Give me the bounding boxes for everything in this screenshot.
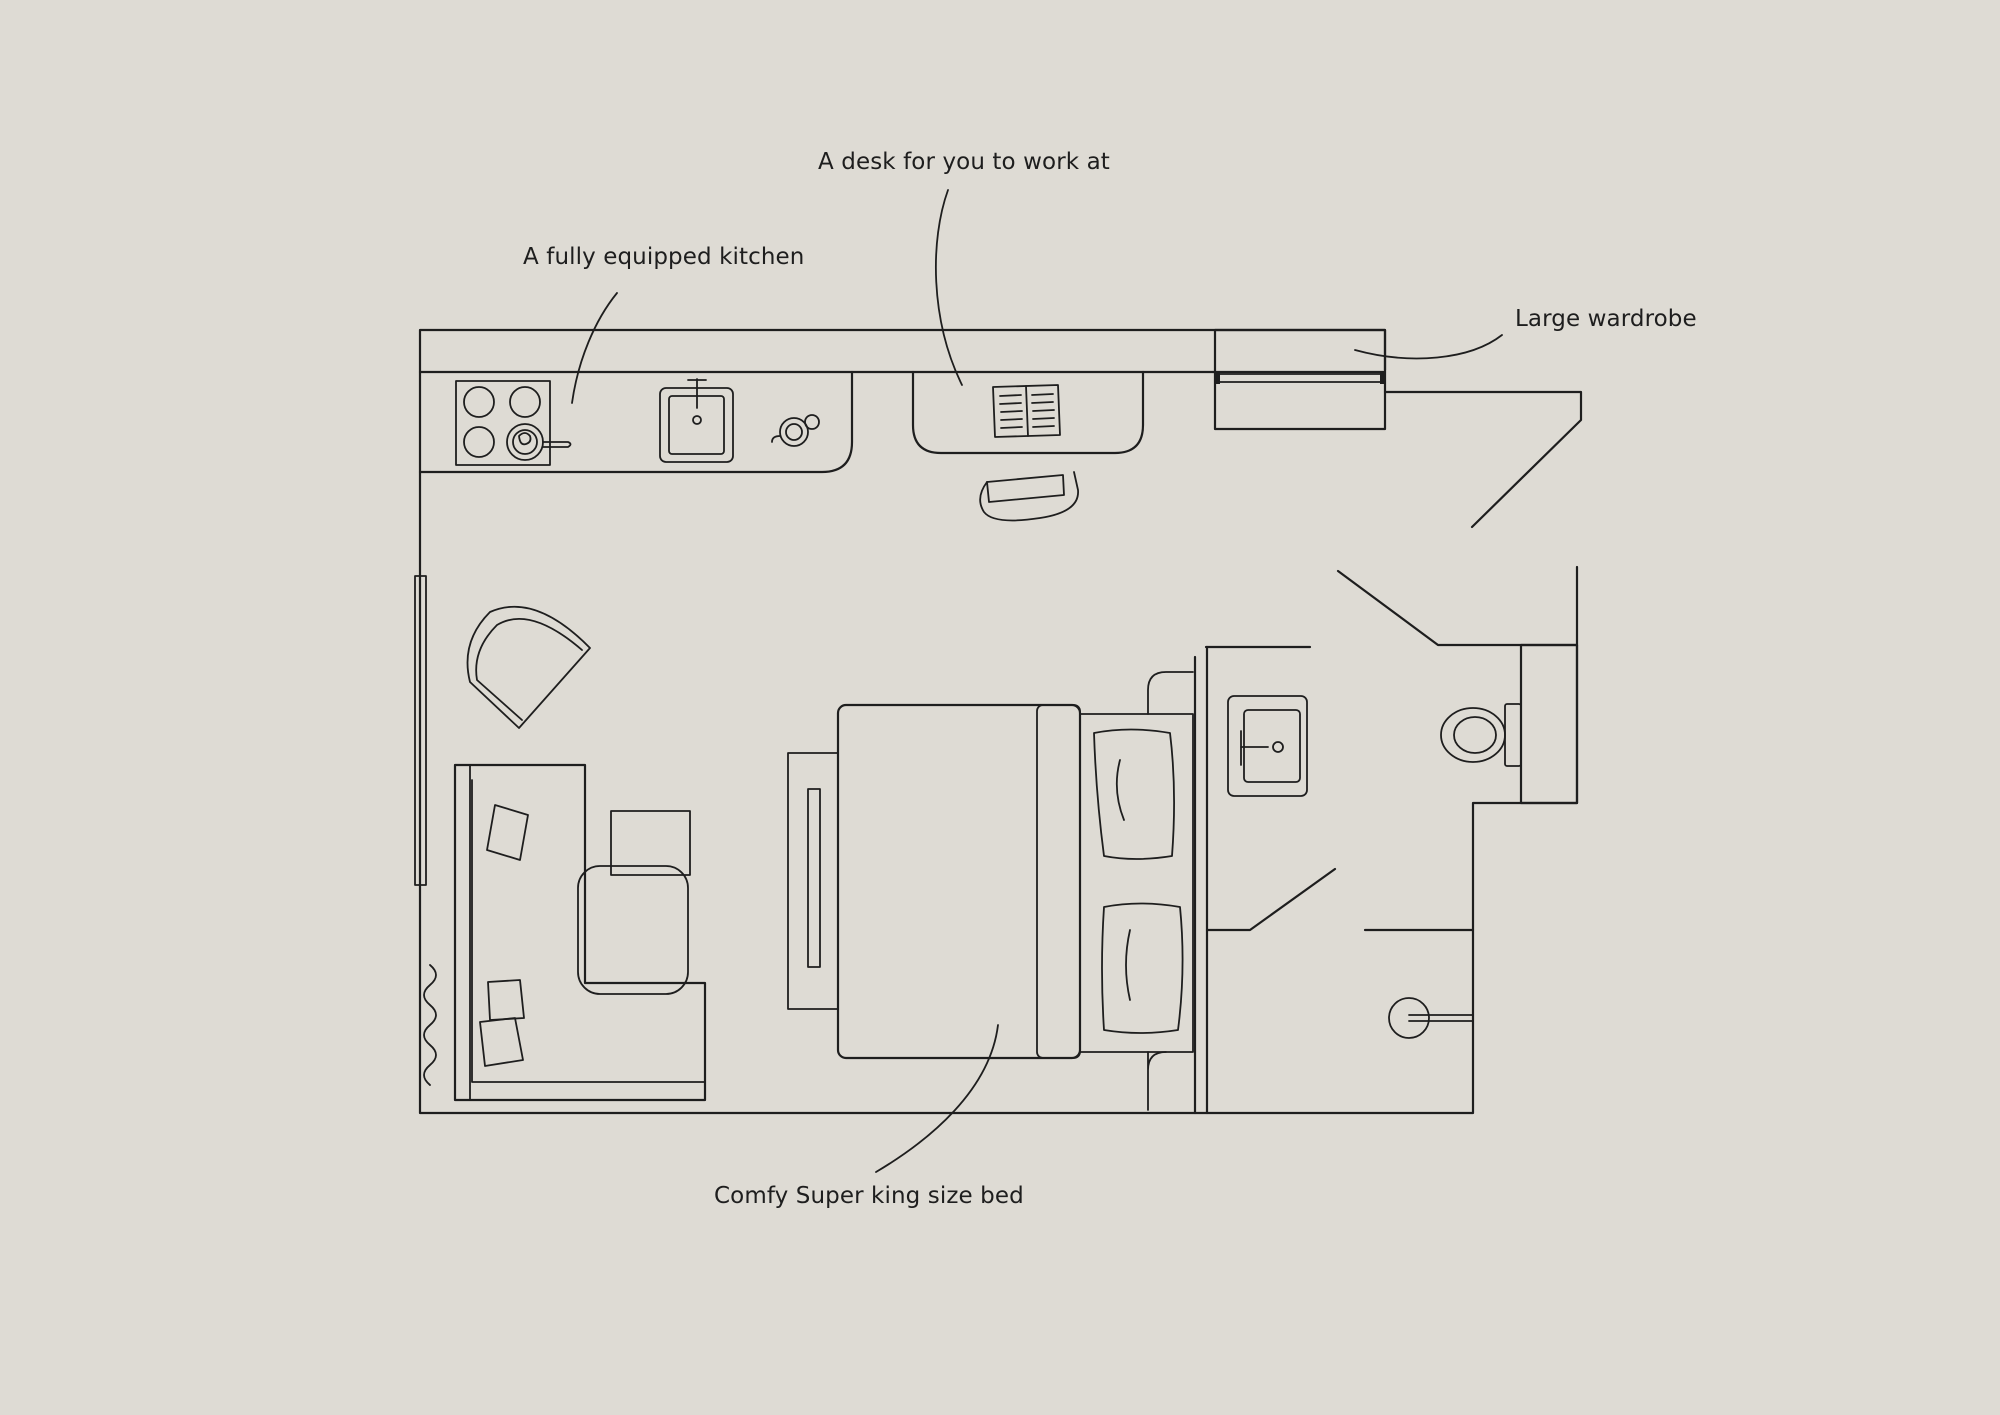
rail-end-left — [1215, 371, 1220, 384]
hob-ring-1 — [463, 386, 495, 418]
hob — [455, 380, 551, 466]
kitchen-counter — [418, 370, 854, 474]
armchair — [466, 605, 591, 729]
coffee-table — [577, 865, 689, 995]
toilet-cistern — [1504, 703, 1522, 767]
label-wardrobe: Large wardrobe — [1515, 306, 1697, 332]
outer-wall — [418, 328, 1579, 1115]
bathroom-wall-top — [1336, 569, 1579, 647]
bathroom-sink — [1227, 695, 1308, 797]
radiator — [423, 964, 437, 1086]
hob-ring-2 — [509, 386, 541, 418]
shower-head — [1408, 1014, 1474, 1022]
walls — [414, 328, 1583, 1115]
cushion-3 — [479, 1017, 524, 1067]
sink-drain — [692, 415, 702, 425]
side-table — [610, 810, 691, 876]
bed-headboard — [1079, 713, 1194, 1053]
frying-pan-handle — [542, 441, 572, 448]
leader-kitchen — [571, 292, 618, 404]
cushion-2 — [487, 979, 525, 1021]
armchair-shell — [466, 605, 591, 729]
label-desk: A desk for you to work at — [818, 149, 1110, 175]
desk-chair — [986, 474, 1065, 503]
rail-end-right — [1380, 371, 1385, 384]
wardrobe-box — [1213, 328, 1387, 431]
coffee-cup-handle — [771, 435, 781, 443]
sofa-seat — [471, 779, 706, 1083]
sofa — [423, 763, 707, 1102]
pillow-crease-1 — [1115, 759, 1125, 821]
bench-tv — [807, 788, 821, 968]
bed-frame — [836, 703, 1082, 1060]
bathroom-sink-drain — [1272, 741, 1284, 753]
sofa-frame — [453, 763, 707, 1102]
desk — [911, 370, 1145, 455]
bed-headboard-fold — [1036, 704, 1081, 1059]
toilet-seat — [1453, 716, 1497, 754]
bed-side-bottom — [1147, 1051, 1167, 1111]
sofa-arm — [454, 764, 471, 1101]
book-icon — [992, 384, 1061, 438]
bed-side-top — [1147, 671, 1194, 715]
egg-icon — [518, 432, 532, 446]
pillow-1 — [1093, 728, 1175, 860]
leader-lines — [571, 189, 1503, 1173]
label-kitchen: A fully equipped kitchen — [523, 244, 805, 270]
bathroom-door — [1205, 867, 1337, 932]
leader-desk — [935, 189, 963, 386]
book-lines — [999, 393, 1055, 429]
label-bed: Comfy Super king size bed — [714, 1183, 1024, 1209]
corridor-wall — [1383, 390, 1583, 529]
coffee-cup-inner — [785, 423, 803, 441]
coffee-cup-icon — [779, 417, 809, 447]
leader-bed — [875, 1024, 999, 1173]
frying-pan-inner — [512, 429, 538, 455]
counter-top — [418, 370, 854, 474]
bathroom — [1227, 695, 1522, 1039]
bench — [787, 752, 839, 1010]
desk-area — [911, 370, 1145, 522]
bathroom-sink-basin — [1243, 709, 1301, 783]
desk-chair-back — [979, 471, 1079, 522]
book-spine — [1025, 385, 1029, 437]
wardrobe — [1213, 328, 1387, 431]
pillow-2 — [1101, 902, 1184, 1034]
window — [414, 575, 427, 886]
pillow-crease-2 — [1125, 929, 1131, 1001]
leader-wardrobe — [1354, 334, 1503, 360]
cookie-icon — [804, 414, 820, 430]
bed — [787, 671, 1194, 1111]
shower-drain — [1388, 997, 1430, 1039]
toilet-cistern-box — [1519, 643, 1579, 805]
armchair-seat — [475, 618, 583, 721]
cushion-1 — [486, 804, 529, 861]
hob-ring-3 — [463, 426, 495, 458]
